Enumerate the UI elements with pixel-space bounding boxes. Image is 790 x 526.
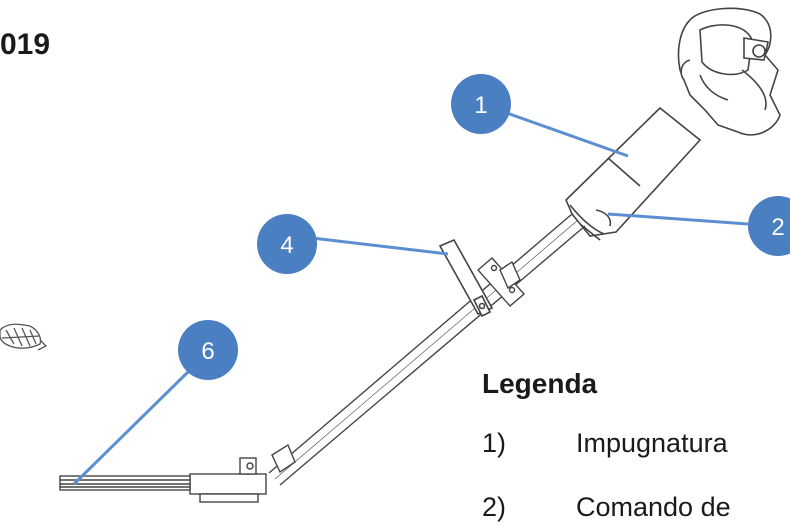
callout-circle [451, 74, 511, 134]
callout-label: 1 [474, 92, 487, 119]
page-heading-fragment: 019 [0, 28, 51, 61]
leader-line-2 [607, 212, 749, 226]
callout-circle [748, 196, 790, 256]
engine-head-drawing [677, 7, 781, 136]
callout-circle [178, 320, 238, 380]
leader-lines [72, 110, 749, 486]
side-handle-drawing [438, 238, 494, 318]
callout-label: 6 [201, 338, 214, 365]
callout-label: 2 [771, 214, 784, 241]
leader-line-1 [503, 110, 629, 158]
callout-1: 1 [451, 74, 511, 134]
cutter-bar-drawing [59, 457, 267, 503]
trimmer-head-fragment-drawing [0, 323, 48, 351]
shaft-drawing [268, 213, 586, 486]
leader-line-4 [311, 236, 449, 256]
legend-title: Legenda [482, 368, 598, 399]
callout-2: 2 [748, 196, 790, 256]
callout-circle [257, 214, 317, 274]
handle-grip-drawing [565, 106, 702, 241]
legend-item: 2) Comando de [482, 492, 731, 523]
legend-item: 1) Impugnatura [482, 428, 728, 459]
shaft-couplings-drawing [271, 257, 525, 474]
leader-line-6 [72, 368, 192, 486]
legend-item-number: 2) [482, 492, 507, 522]
legend-item-text: Impugnatura [576, 428, 728, 458]
legend-item-text: Comando de [576, 492, 731, 522]
callout-6: 6 [178, 320, 238, 380]
callout-4: 4 [257, 214, 317, 274]
legend-item-number: 1) [482, 428, 507, 458]
callout-label: 4 [280, 232, 293, 259]
